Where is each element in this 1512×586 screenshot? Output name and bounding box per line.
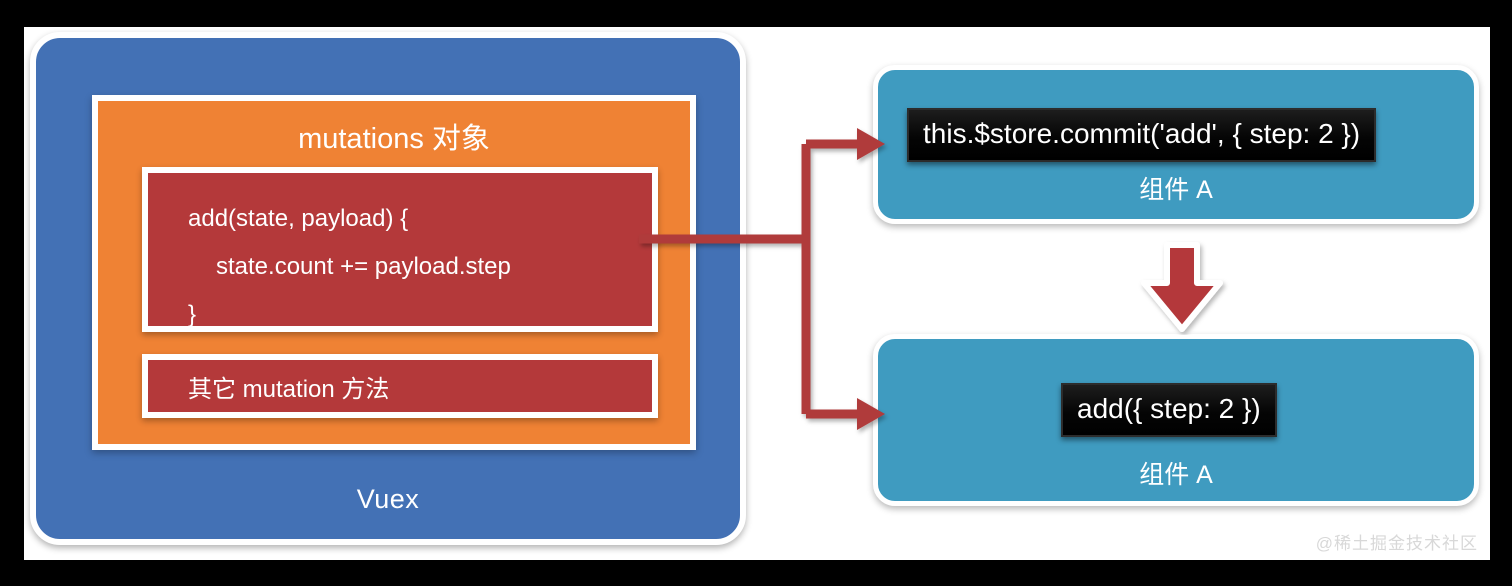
vuex-panel-label: Vuex (356, 484, 420, 514)
component-a-bottom-panel: add({ step: 2 }) 组件 A (873, 334, 1479, 506)
mutations-object-box: mutations 对象 add(state, payload) { state… (92, 95, 696, 450)
mutation-code-line-2: state.count += payload.step (216, 253, 511, 280)
diagram-canvas: mutations 对象 add(state, payload) { state… (24, 27, 1490, 560)
component-a-top-label: 组件 A (1139, 176, 1213, 204)
other-mutations-box: 其它 mutation 方法 (142, 354, 658, 418)
down-arrow-shape (1141, 242, 1223, 332)
vuex-panel: mutations 对象 add(state, payload) { state… (30, 32, 746, 545)
watermark-text: @稀土掘金技术社区 (1315, 534, 1478, 553)
mutations-box-title: mutations 对象 (298, 123, 490, 155)
other-mutations-label: 其它 mutation 方法 (188, 375, 390, 403)
mutation-code-line-3: } (188, 301, 197, 328)
component-a-bottom-label: 组件 A (1139, 461, 1213, 489)
add-call-code-chip: add({ step: 2 }) (1061, 383, 1277, 437)
mutation-code-line-1: add(state, payload) { (188, 205, 409, 232)
mutation-add-code-box: add(state, payload) { state.count += pay… (142, 167, 658, 332)
component-flow-down-arrow-icon (1141, 242, 1223, 332)
component-a-top-panel: this.$store.commit('add', { step: 2 }) 组… (873, 65, 1479, 224)
commit-call-code-chip: this.$store.commit('add', { step: 2 }) (907, 108, 1377, 162)
